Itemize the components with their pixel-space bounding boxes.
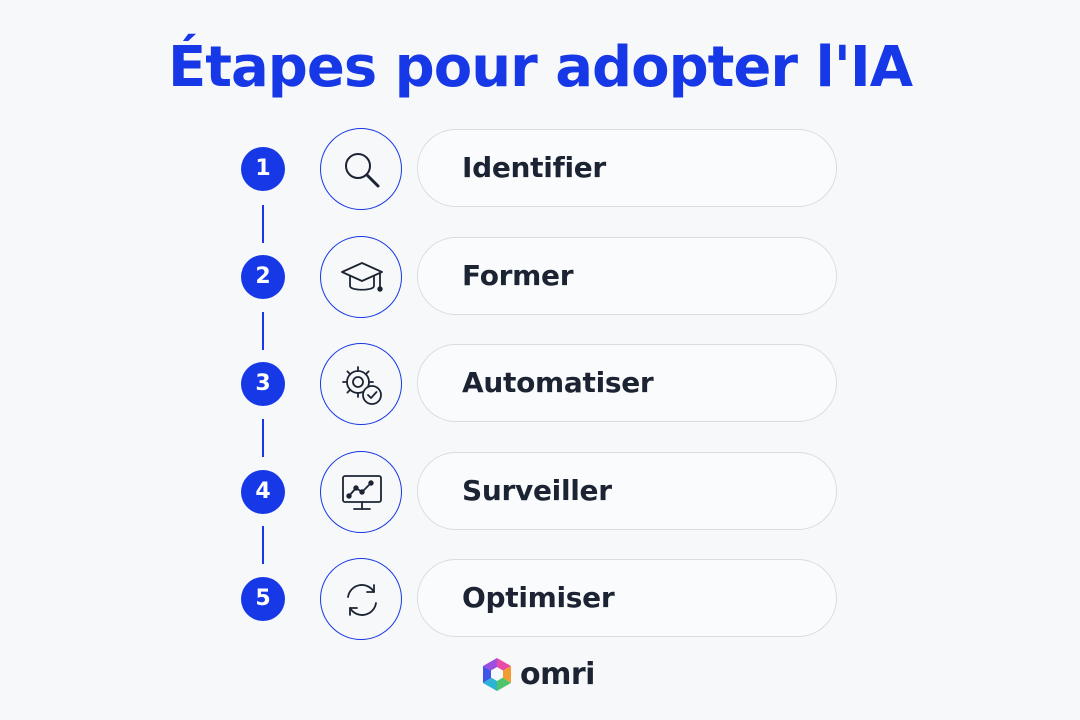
step-card: Optimiser xyxy=(417,559,837,637)
step-identifier: 1 Identifier xyxy=(0,128,1080,210)
step-number-badge: 5 xyxy=(241,577,285,621)
refresh-icon xyxy=(320,558,402,640)
step-card: Automatiser xyxy=(417,344,837,422)
step-connector xyxy=(262,526,264,564)
step-former: 2 Former xyxy=(0,236,1080,318)
graduation-cap-icon xyxy=(320,236,402,318)
step-label: Automatiser xyxy=(462,366,654,399)
step-connector xyxy=(262,312,264,350)
step-card: Identifier xyxy=(417,129,837,207)
step-connector xyxy=(262,419,264,457)
step-label: Surveiller xyxy=(462,474,612,507)
step-card: Former xyxy=(417,237,837,315)
step-number-badge: 2 xyxy=(241,255,285,299)
monitor-chart-icon xyxy=(320,451,402,533)
step-optimiser: 5 Optimiser xyxy=(0,558,1080,640)
magnifier-icon xyxy=(320,128,402,210)
step-label: Optimiser xyxy=(462,581,615,614)
step-automatiser: 3 Automatiser xyxy=(0,343,1080,425)
step-number-badge: 1 xyxy=(241,147,285,191)
step-connector xyxy=(262,205,264,243)
gear-check-icon xyxy=(320,343,402,425)
page-title: Étapes pour adopter l'IA xyxy=(167,35,913,100)
step-number-badge: 3 xyxy=(241,362,285,406)
omri-logo xyxy=(483,658,511,691)
step-card: Surveiller xyxy=(417,452,837,530)
step-label: Identifier xyxy=(462,151,606,184)
step-label: Former xyxy=(462,259,574,292)
brand-name: omri xyxy=(520,657,595,692)
step-surveiller: 4 Surveiller xyxy=(0,451,1080,533)
step-number-badge: 4 xyxy=(241,470,285,514)
